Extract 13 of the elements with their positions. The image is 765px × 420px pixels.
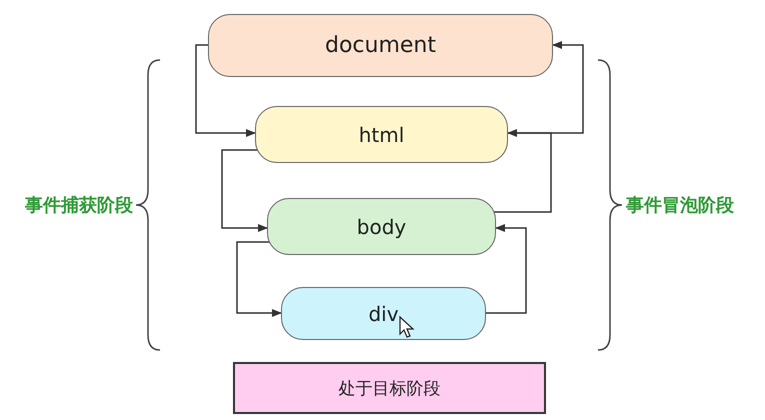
phase-label: 事件冒泡阶段	[626, 194, 734, 217]
element-box: body	[267, 198, 496, 255]
arrow	[493, 129, 552, 213]
element-box: document	[208, 14, 553, 77]
arrow	[195, 44, 256, 137]
phase-label: 事件捕获阶段	[25, 194, 133, 217]
element-box: div	[281, 287, 486, 340]
arrow	[508, 41, 584, 134]
stage-box: 处于目标阶段	[233, 362, 546, 414]
arrow	[221, 149, 268, 232]
element-box: html	[255, 106, 508, 163]
arrow	[486, 224, 527, 314]
arrow	[236, 241, 282, 317]
